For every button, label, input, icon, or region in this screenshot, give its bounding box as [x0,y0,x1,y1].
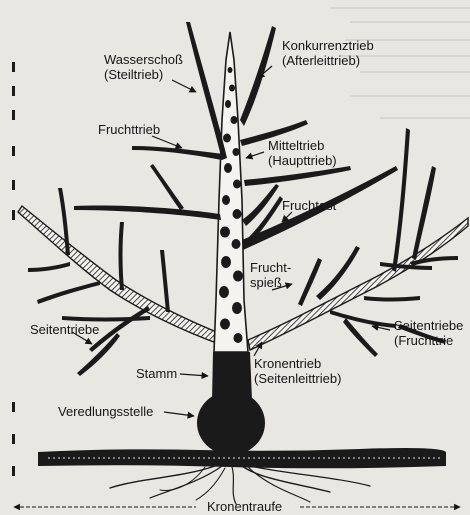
label-fruchttrieb: Fruchttrieb [98,122,160,137]
leader-shoot [214,32,248,352]
label-mitteltrieb-line2: (Haupttrieb) [268,153,337,168]
label-fruchtspiess: Frucht- spieß [250,260,291,290]
label-kronentraufe: Kronentraufe [207,499,282,514]
label-konkurrenztrieb: Konkurrenztrieb (Afterleittrieb) [282,38,374,68]
label-veredlungsstelle: Veredlungsstelle [58,404,153,419]
graft-union [197,391,265,455]
label-kronentrieb-line1: Kronentrieb [254,356,341,371]
label-seitentriebe-right-line2: (Fruchttrie [394,333,463,348]
label-fruchtspiess-line2: spieß [250,275,291,290]
page-edge-mark [12,434,15,444]
page-edge-mark [12,62,15,72]
page-edge-mark [12,180,15,190]
label-mitteltrieb: Mitteltrieb (Haupttrieb) [268,138,337,168]
page-edge-mark [12,146,15,156]
label-mitteltrieb-line1: Mitteltrieb [268,138,337,153]
page-edge-mark [12,110,15,120]
label-wasserschoss: Wasserschoß (Steiltrieb) [104,52,183,82]
label-kronentrieb: Kronentrieb (Seitenleittrieb) [254,356,341,386]
label-wasserschoss-line2: (Steiltrieb) [104,67,183,82]
page-edge-mark [12,402,15,412]
label-fruchtast: Fruchtast [282,198,336,213]
label-seitentriebe-right: Seitentriebe (Fruchttrie [394,318,463,348]
label-seitentriebe-right-line1: Seitentriebe [394,318,463,333]
trunk [212,352,252,400]
label-fruchtspiess-line1: Frucht- [250,260,291,275]
label-konkurrenztrieb-line2: (Afterleittrieb) [282,53,374,68]
page-edge-mark [12,86,15,96]
label-stamm: Stamm [136,366,177,381]
label-kronentrieb-line2: (Seitenleittrieb) [254,371,341,386]
page-edge-mark [12,466,15,476]
label-seitentriebe-left: Seitentriebe [30,322,99,337]
page-edge-mark [12,210,15,220]
label-konkurrenztrieb-line1: Konkurrenztrieb [282,38,374,53]
label-wasserschoss-line1: Wasserschoß [104,52,183,67]
